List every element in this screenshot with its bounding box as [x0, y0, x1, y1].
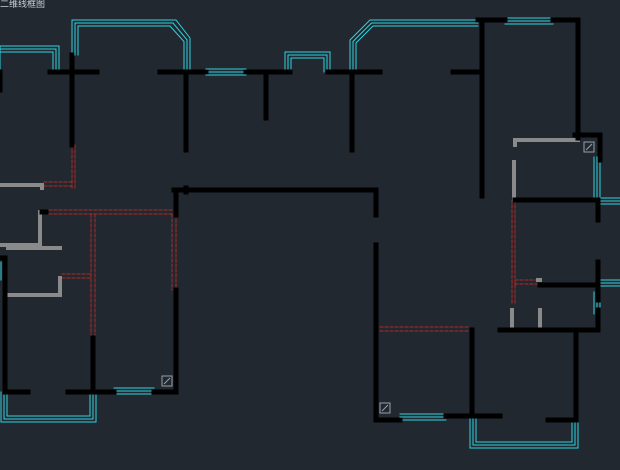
- wall-segment: [65, 335, 96, 395]
- window-small-bay: [290, 57, 325, 73]
- window-bottom-left: [6, 391, 91, 417]
- column-symbol-mark: [381, 404, 389, 412]
- window-bottom-left: [0, 391, 97, 423]
- partition-wall: [0, 183, 44, 190]
- wall-segment: [497, 307, 601, 333]
- wall-segment: [0, 255, 31, 395]
- wall-segment: [373, 242, 403, 423]
- wall-segment: [512, 197, 601, 223]
- wall-segment: [171, 187, 379, 218]
- window-small-bay: [284, 51, 331, 73]
- wall-group: [0, 17, 603, 423]
- window-bay-right: [352, 22, 479, 71]
- wall-segment: [550, 17, 581, 141]
- window-bay-right: [355, 25, 479, 71]
- door-symbol-group: [161, 141, 595, 414]
- window-bay-left: [74, 22, 188, 73]
- window-top-left: [0, 48, 57, 73]
- partition-wall: [0, 210, 42, 247]
- wall-segment: [572, 132, 603, 163]
- window-group: [0, 17, 620, 449]
- window-bottom-right: [469, 417, 579, 449]
- window-bottom-left: [3, 391, 94, 420]
- window-bottom-right: [475, 417, 573, 443]
- column-symbol: [583, 141, 595, 153]
- window-top-left: [0, 51, 54, 74]
- viewport-tab-label[interactable]: 二维线框图: [0, 0, 46, 10]
- wall-segment: [545, 327, 579, 423]
- window-top-left: [0, 45, 60, 73]
- partition-group: [0, 138, 580, 330]
- hidden-line-group: [43, 144, 541, 336]
- window-bay-left: [71, 19, 191, 73]
- window-bay-right: [349, 19, 479, 71]
- column-symbol-mark: [163, 377, 171, 385]
- window-bay-left: [77, 25, 185, 73]
- partition-wall: [6, 276, 62, 297]
- column-symbol: [161, 375, 173, 387]
- column-symbol-mark: [585, 143, 593, 151]
- wall-segment: [151, 287, 179, 395]
- window-small-bay: [287, 54, 328, 73]
- column-symbol: [379, 402, 391, 414]
- window-bottom-right: [472, 417, 576, 446]
